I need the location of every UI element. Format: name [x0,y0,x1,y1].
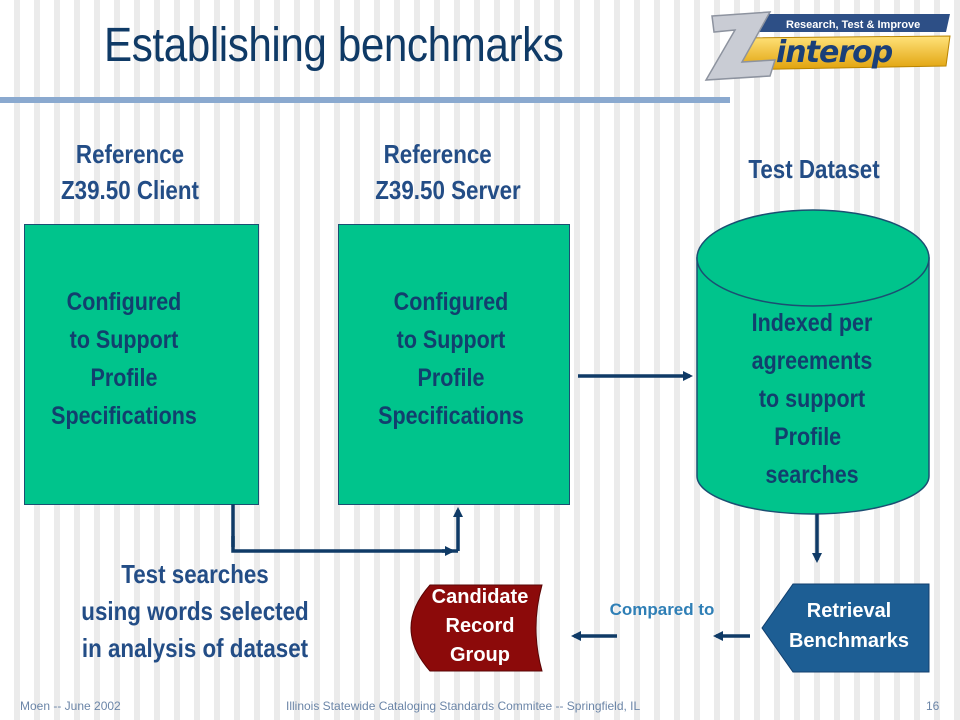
candidate-line: Candidate [431,586,529,608]
server-heading: Reference Z39.50 Server [353,136,542,208]
footer-left: Moen -- June 2002 [20,699,121,713]
compared-to-label: Compared to [609,600,715,619]
dataset-cylinder [696,209,930,515]
client-box-line: to Support [69,326,179,354]
client-box-line: Configured [66,288,182,316]
footer-center: Illinois Statewide Cataloging Standards … [286,699,641,713]
candidate-line: Group [450,644,510,666]
test-searches-line: Test searches [121,559,269,589]
server-box-line: Profile [417,364,485,392]
client-box-line: Profile [90,364,158,392]
dataset-heading: Test Dataset [748,154,880,184]
server-box-line: Specifications [378,402,524,430]
footer-page-number: 16 [926,699,940,713]
server-heading-line1: Reference [383,139,492,169]
retrieval-benchmarks-text: Retrieval Benchmarks [775,596,923,656]
dataset-line: to support [758,385,866,413]
title-underline [0,97,730,103]
candidate-record-text: Candidate Record Group [420,583,540,670]
client-box-line: Specifications [51,402,197,430]
candidate-record-shape [410,584,543,672]
dataset-line: searches [765,461,859,489]
benchmarks-line: Retrieval [806,600,892,622]
test-searches-line: in analysis of dataset [81,633,309,663]
server-box-line: Configured [393,288,509,316]
client-heading-line2: Z39.50 Client [61,175,199,205]
server-heading-line2: Z39.50 Server [375,175,521,205]
client-box [24,224,259,505]
dataset-line: Profile [774,423,842,451]
server-box-text: Configured to Support Profile Specificat… [356,283,545,435]
client-heading: Reference Z39.50 Client [35,136,224,208]
test-searches-label: Test searches using words selected in an… [53,556,337,667]
test-searches-line: using words selected [81,596,309,626]
client-heading-line1: Reference [75,139,185,169]
dataset-line: Indexed per [751,309,873,337]
dataset-cylinder-text: Indexed per agreements to support Profil… [717,304,906,494]
server-box-line: to Support [396,326,506,354]
server-box [338,224,570,505]
client-to-server-arrow [231,504,458,553]
slide-title: Establishing benchmarks [104,19,564,72]
retrieval-benchmarks-shape [761,583,930,673]
dataset-line: agreements [751,347,873,375]
client-box-text: Configured to Support Profile Specificat… [29,283,218,435]
benchmarks-line: Benchmarks [788,630,910,652]
candidate-line: Record [445,615,515,637]
